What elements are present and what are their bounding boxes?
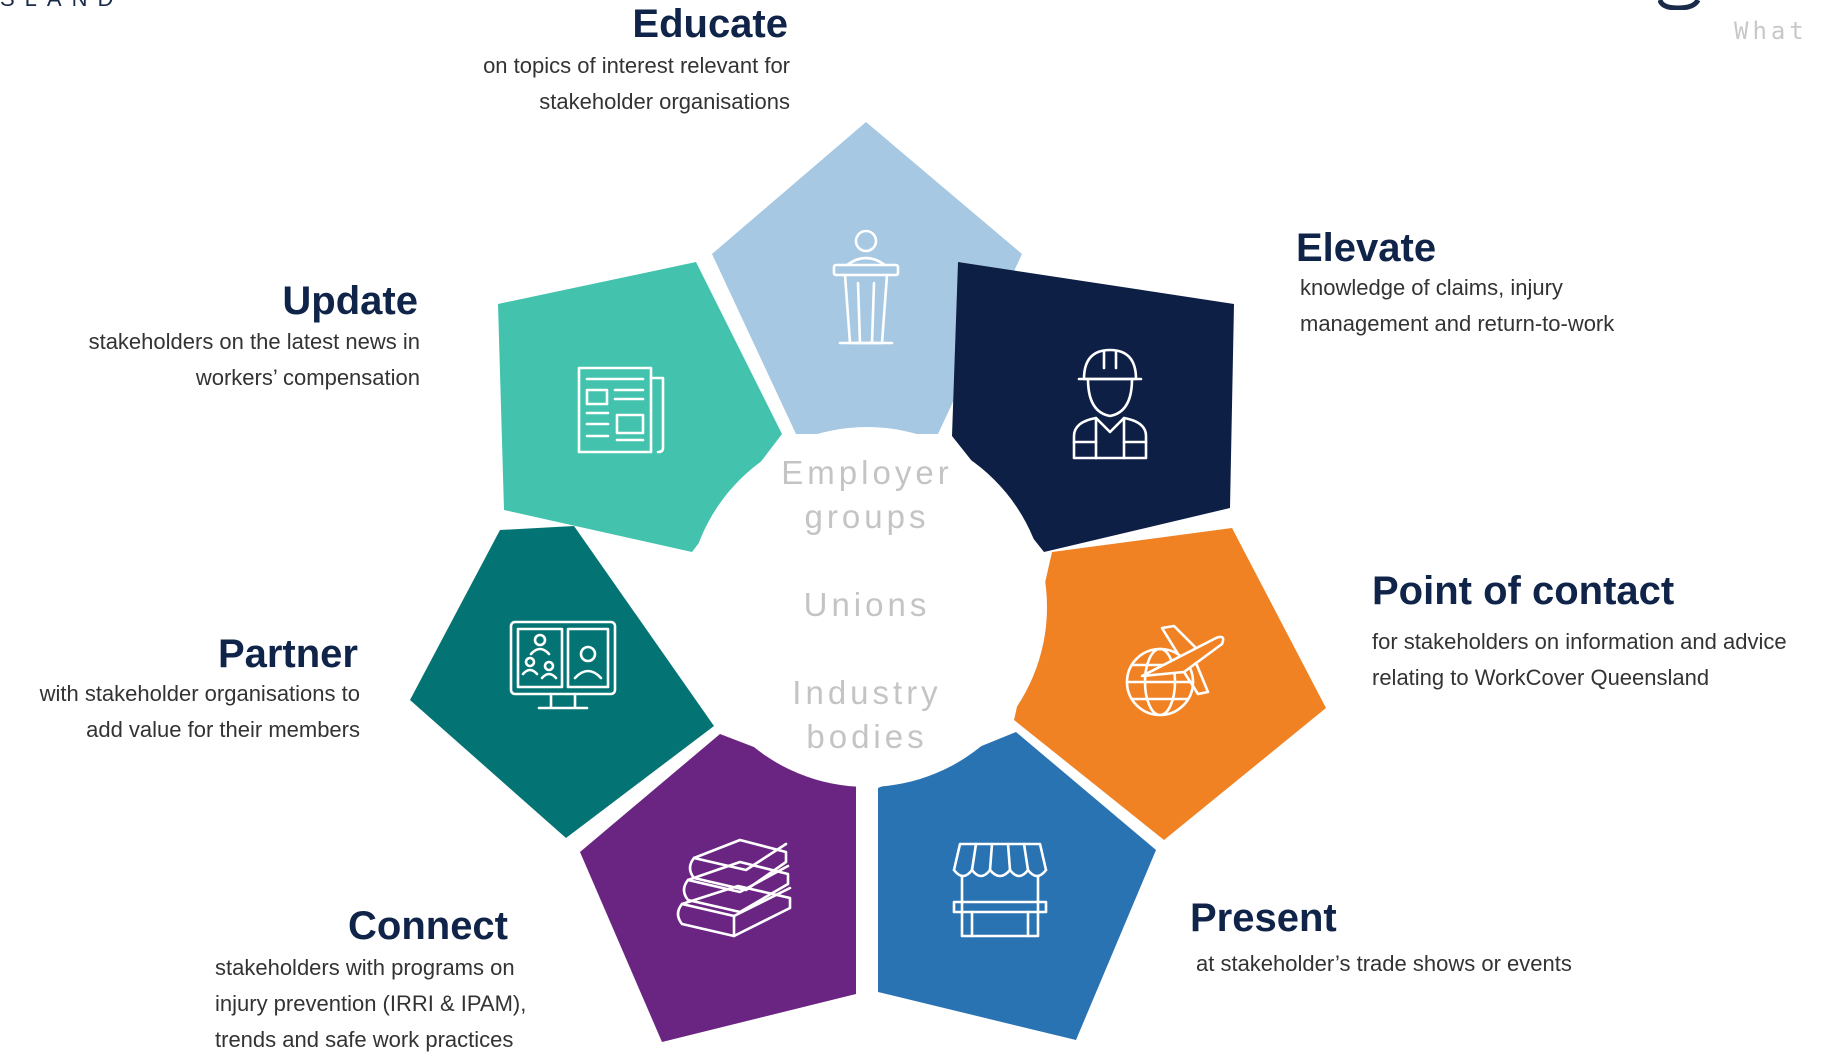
globe-airplane-icon [1125, 624, 1225, 717]
subtitle-fragment: What w [1734, 17, 1826, 45]
segment-icons [509, 229, 1225, 938]
segment-update [498, 262, 782, 552]
segment-desc-elevate: knowledge of claims, injury management a… [1300, 275, 1615, 336]
segment-desc-present: at stakeholder’s trade shows or events [1196, 951, 1572, 976]
center-label-unions: Unions [803, 586, 931, 623]
segment-title-point-of-contact: Point of contact [1372, 569, 1675, 613]
segment-title-educate: Educate [632, 2, 788, 46]
segment-desc-connect: stakeholders with programs on injury pre… [215, 955, 527, 1052]
logo-fragment: SLAND [0, 0, 123, 12]
segment-title-partner: Partner [217, 632, 358, 676]
center-label-groups: groups [804, 498, 930, 535]
segment-desc-update: stakeholders on the latest news in worke… [88, 329, 420, 390]
market-stall-icon [952, 842, 1048, 938]
segment-desc-partner: with stakeholder organisations to add va… [39, 681, 360, 742]
center-label-employer: Employer [781, 454, 953, 491]
worker-hardhat-icon [1072, 348, 1148, 460]
newspaper-icon [577, 366, 665, 454]
segment-title-elevate: Elevate [1296, 226, 1437, 270]
segment-elevate [952, 262, 1234, 552]
center-label-bodies: bodies [806, 718, 928, 755]
center-circle [687, 427, 1047, 787]
segment-desc-point-of-contact: for stakeholders on information and advi… [1372, 629, 1787, 690]
books-icon [676, 838, 792, 938]
segment-desc-educate: on topics of interest relevant for stake… [483, 53, 790, 114]
video-call-icon [509, 620, 617, 710]
segment-educate [712, 122, 1022, 434]
segment-title-update: Update [282, 279, 418, 323]
segment-present [878, 732, 1156, 1040]
segment-title-present: Present [1190, 896, 1337, 940]
segment-point-of-contact [1014, 528, 1326, 840]
segment-title-connect: Connect [348, 904, 508, 948]
center-label-industry: Industry [792, 674, 942, 711]
title-fragment-glyph [1658, 0, 1700, 10]
podium-speaker-icon [832, 229, 900, 345]
